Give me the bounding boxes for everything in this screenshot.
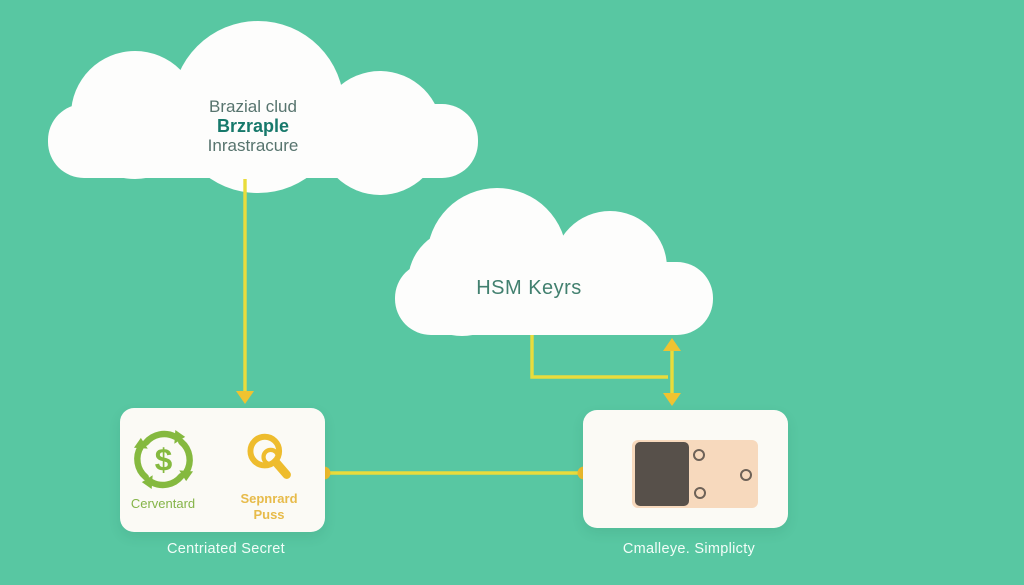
magnifier-icon (247, 433, 291, 479)
hsm-pin-icon (740, 469, 752, 481)
left-box-item2-label: Sepnrard Puss (240, 491, 297, 523)
hsm-card-icon (632, 440, 758, 508)
cloud-left-line2: Brzraple (216, 115, 290, 136)
cloud-shape-right (395, 188, 713, 336)
dollar-glyph: $ (155, 441, 173, 477)
double-arrow-hsm-to-right-box (663, 338, 681, 406)
hsm-chip-square (635, 442, 689, 506)
hsm-pin-icon (694, 487, 706, 499)
cloud-shape-left (48, 21, 478, 195)
right-box-caption: Cmalleye. Simplicty (622, 541, 756, 557)
cloud-left-line1: Brazial clud (209, 97, 297, 116)
left-box-caption: Centriated Secret (167, 541, 285, 557)
cloud-right-label: HSM Keyrs (476, 277, 582, 299)
arrow-down-cloud-to-left-box (236, 179, 254, 404)
connector-elbow-hsm (530, 335, 668, 379)
hsm-pin-icon (693, 449, 705, 461)
left-box-item2-line1: Sepnrard (240, 491, 298, 506)
left-box-item2-line2: Puss (253, 507, 285, 522)
sync-dollar-icon: $ (133, 429, 194, 490)
connector-left-box-to-right-box (317, 466, 591, 480)
hsm-device-box (583, 410, 788, 528)
centralized-secrets-box: $ Cerventard Sepnrard Puss (120, 408, 325, 532)
cloud-left-line3: Inrastracure (207, 136, 299, 155)
left-box-item1-label: Cerventard (130, 496, 196, 511)
cloud-left-title: Brazial clud Brzraple Inrastracure (208, 97, 299, 156)
